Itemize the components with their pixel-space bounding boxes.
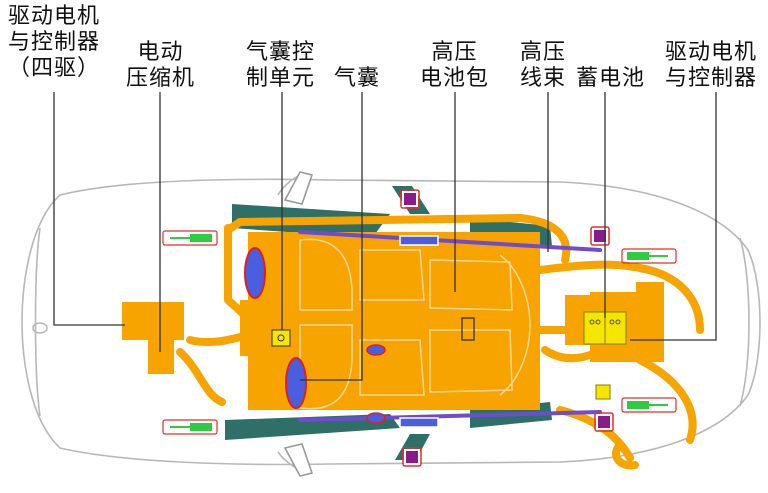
label-line: 制单元 — [246, 66, 316, 91]
hv-harness-purple — [298, 230, 602, 422]
seats — [299, 238, 531, 410]
label-hv-harness: 高压 线束 — [520, 40, 566, 92]
label-line: 与控制器 — [665, 66, 758, 91]
label-line: 气囊 — [334, 66, 381, 91]
label-line: 驱动电机 — [665, 40, 758, 65]
compressor-block — [240, 300, 262, 356]
hv-connector-box — [461, 317, 475, 341]
car-body-outline — [21, 174, 761, 471]
label-airbag: 气囊 — [334, 66, 380, 92]
label-rear-drive-motor: 驱动电机 与控制器 （四驱） — [8, 4, 100, 82]
label-line: 压缩机 — [126, 66, 196, 91]
side-airbag-connector-top — [399, 235, 439, 246]
side-airbag-connector-bottom — [399, 417, 439, 428]
label-line: 与控制器 — [8, 30, 101, 55]
label-electric-compressor: 电动 压缩机 — [126, 40, 195, 92]
label-airbag-control-unit: 气囊控 制单元 — [246, 40, 315, 92]
wheel-sensors — [162, 230, 677, 435]
label-line: 蓄电池 — [576, 66, 646, 91]
label-front-drive-motor: 驱动电机 与控制器 — [665, 40, 757, 92]
label-line: 电池包 — [420, 66, 490, 91]
leader-lines — [53, 92, 717, 381]
airbag-center-small — [366, 344, 386, 356]
label-line: 线束 — [520, 66, 567, 91]
hv-harness-orange — [176, 214, 704, 470]
label-12v-battery: 蓄电池 — [576, 66, 645, 92]
label-line: （四驱） — [8, 56, 101, 81]
impact-sensor-modules — [400, 189, 614, 467]
airbag-control-unit-icon — [271, 329, 291, 347]
mirror-bottom — [283, 443, 314, 477]
label-line: 高压 — [431, 40, 478, 65]
small-battery-icon — [595, 384, 611, 400]
rear-motor-block — [122, 302, 184, 374]
label-line: 电动 — [137, 40, 184, 65]
airbag-rear-left — [244, 247, 266, 299]
label-line: 驱动电机 — [8, 4, 101, 29]
label-line: 气囊控 — [246, 40, 316, 65]
label-line: 高压 — [520, 40, 567, 65]
airbag-bottom-small — [366, 412, 386, 424]
mirror-top — [283, 171, 314, 205]
label-hv-battery-pack: 高压 电池包 — [420, 40, 489, 92]
airbag-front-driver — [285, 357, 307, 409]
